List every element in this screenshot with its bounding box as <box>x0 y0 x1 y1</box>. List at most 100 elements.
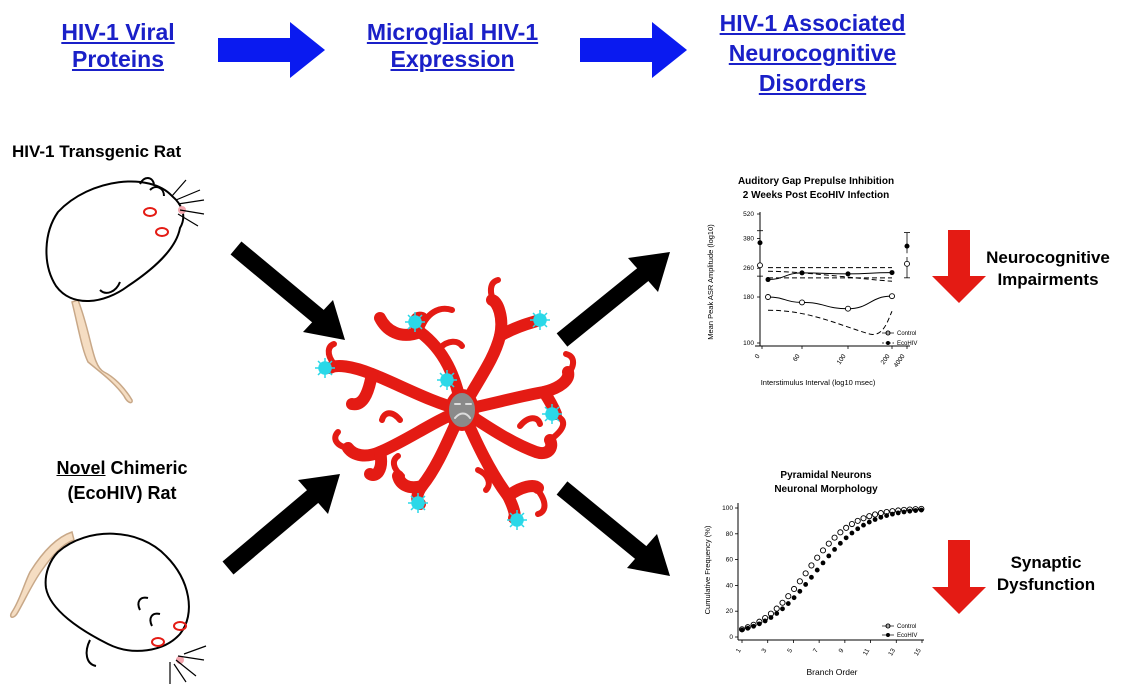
chart1-x-tick-label: 100 <box>836 353 848 366</box>
chart2-control-point <box>837 529 844 536</box>
chart2-control-point <box>860 515 867 522</box>
chart2-ecohiv-point <box>884 513 890 518</box>
chart2-ecohiv-point <box>797 588 803 594</box>
label-ecohiv-rat: (EcoHIV) Rat <box>67 483 177 503</box>
header-hand[interactable]: HIV-1 Associated Neurocognitive Disorder… <box>719 10 906 96</box>
chart2-ecohiv-point <box>855 526 861 532</box>
virus-particle-5 <box>542 404 562 424</box>
chart2-y-tick-label: 60 <box>726 557 734 564</box>
chart1-ecohiv-curve <box>767 272 893 281</box>
chart2-legend-ecohiv: EcoHIV <box>897 633 917 639</box>
chart1-control-point <box>904 260 910 267</box>
chart2-y-tick-label: 0 <box>729 634 733 641</box>
header-viral-proteins[interactable]: HIV-1 Viral Proteins <box>61 19 175 72</box>
black-arrow-chimeric-to-microglia <box>222 474 340 575</box>
chart2-ecohiv-point <box>803 582 809 587</box>
chart2-ecohiv-point <box>901 509 907 515</box>
chart2-title: Pyramidal Neurons <box>780 470 872 481</box>
virus-particle-6 <box>408 493 428 513</box>
chart1-y-tick-label: 380 <box>743 236 754 243</box>
chart2-control-point <box>779 599 786 606</box>
chart2-ecohiv-point <box>745 625 751 631</box>
chart2-control-point <box>785 593 792 600</box>
chart1-y-tick-label: 180 <box>743 294 754 301</box>
transgenic-rat-illustration <box>45 177 205 404</box>
chart2-x-tick-label: 1 <box>735 647 743 654</box>
chart1-ecohiv-point <box>765 277 771 283</box>
chart1-ecohiv-point <box>904 243 910 249</box>
chart1-y-tick-label: 260 <box>743 265 754 272</box>
chart1-legend-ecohiv: EcoHIV <box>897 341 917 347</box>
chart2-control-point <box>872 511 879 518</box>
chart1-xlabel: Interstimulus Interval (log10 msec) <box>761 378 876 387</box>
chart2-ecohiv-point <box>878 514 884 520</box>
chart2-marks <box>738 505 925 633</box>
chart2-ecohiv-point <box>872 517 878 522</box>
chart2-x-tick-label: 3 <box>761 647 769 654</box>
red-arrow-decrease-neurocognitive <box>932 230 986 303</box>
chart2-x-tick-label: 7 <box>812 647 820 654</box>
chart1-y-tick-label: 100 <box>743 340 754 347</box>
chart2-subtitle: Neuronal Morphology <box>774 484 878 495</box>
chart2-ecohiv-point <box>785 601 791 606</box>
chart2-control-point <box>808 562 815 569</box>
chart2-ecohiv-point <box>809 574 814 580</box>
chart1-control-curve <box>767 295 893 310</box>
red-arrow-decrease-synaptic <box>932 540 986 614</box>
chart2-y-tick-label: 20 <box>726 608 734 615</box>
chart1-title: Auditory Gap Prepulse Inhibition <box>738 176 894 187</box>
chart1-control-point <box>799 299 805 306</box>
chart2-ecohiv-point <box>774 611 780 616</box>
chart2-ecohiv-point <box>768 615 774 620</box>
chart-pyramidal-neurons: Pyramidal Neurons Neuronal Morphology Cu… <box>703 470 925 677</box>
chart2-control-point <box>825 540 832 547</box>
chart2-ecohiv-point <box>837 540 843 546</box>
label-transgenic-rat: HIV-1 Transgenic Rat <box>12 142 182 161</box>
chart-gap-prepulse: Auditory Gap Prepulse Inhibition 2 Weeks… <box>706 176 917 387</box>
chart1-ecohiv-point <box>889 270 895 276</box>
chimeric-rat-illustration <box>9 531 207 684</box>
chart1-control-band-lower <box>767 309 893 335</box>
chart2-control-point <box>791 585 798 593</box>
chart2-x-tick-label: 5 <box>786 647 794 654</box>
chart2-x-tick-label: 15 <box>913 647 923 657</box>
chart2-ecohiv-point <box>907 508 913 514</box>
virus-particle-2 <box>530 310 550 330</box>
header-microglial-expression[interactable]: Microglial HIV-1 Expression <box>366 19 539 72</box>
chart2-control-point <box>854 517 861 524</box>
chart2-control-point <box>843 524 850 531</box>
chart2-ecohiv-point <box>866 519 872 525</box>
chart1-x-tick-label: 4000 <box>893 353 907 369</box>
chart1-control-band-upper <box>767 270 893 282</box>
chart1-marks <box>757 230 910 335</box>
virus-particle-3 <box>315 358 335 378</box>
virus-particle-4 <box>437 370 457 390</box>
chart2-control-point <box>814 554 821 561</box>
chart2-ecohiv-point <box>918 507 924 513</box>
chart2-ecohiv-point <box>756 621 762 627</box>
black-arrow-transgenic-to-microglia <box>230 241 345 340</box>
chart2-control-point <box>831 534 838 541</box>
chart1-x-tick-label: 200 <box>880 353 892 366</box>
chart2-ecohiv-point <box>820 560 826 566</box>
chart1-control-point <box>757 262 763 269</box>
chart2-ecohiv-point <box>739 627 745 633</box>
chart1-legend: Control EcoHIV <box>882 330 917 347</box>
chart2-x-tick-label: 13 <box>887 647 897 657</box>
chart1-x-tick-label: 60 <box>792 353 802 363</box>
blue-arrow-1 <box>218 22 325 78</box>
label-chimeric-rat: Novel Chimeric (EcoHIV) Rat <box>22 456 222 506</box>
virus-particle-7 <box>507 510 527 530</box>
chart2-legend-control: Control <box>897 624 916 630</box>
chart1-control-point <box>765 294 771 300</box>
black-arrow-microglia-to-behavior <box>556 252 670 347</box>
chart2-control-point <box>848 520 855 528</box>
chart2-ecohiv-point <box>791 595 797 601</box>
chart2-control-point <box>802 570 809 577</box>
chart2-ecohiv-point <box>762 618 768 624</box>
